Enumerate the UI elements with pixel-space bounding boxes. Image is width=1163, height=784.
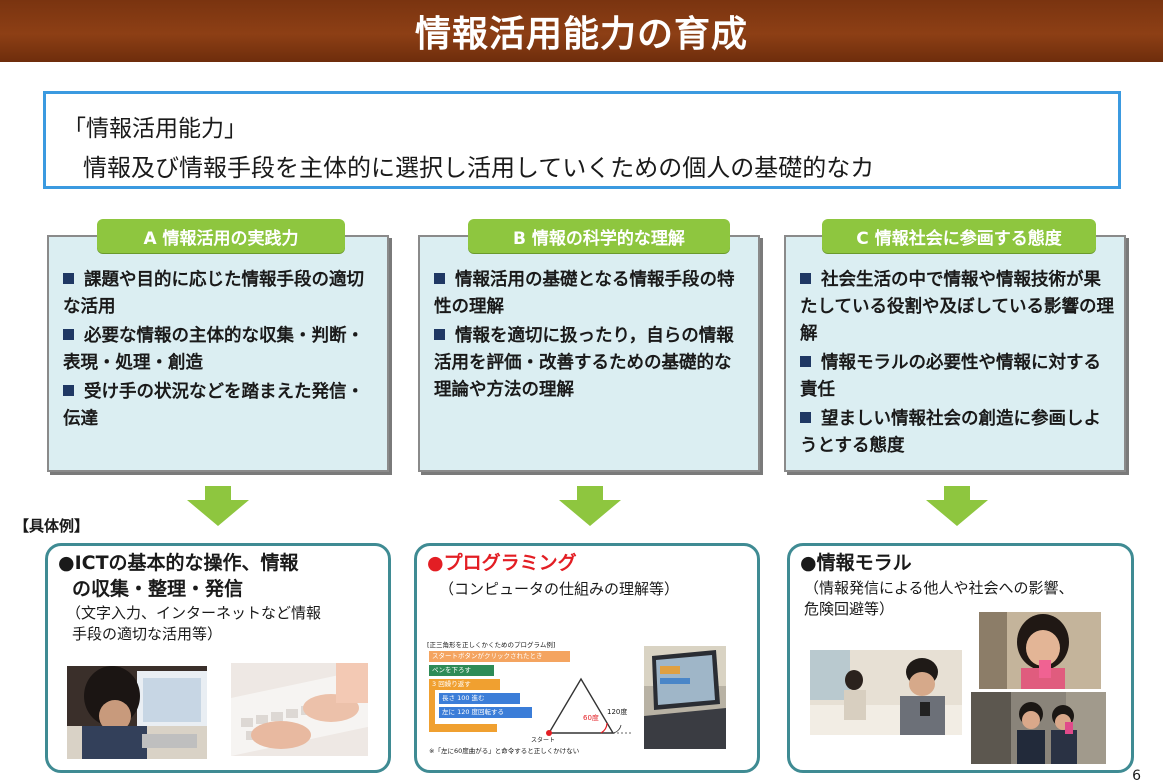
title-banner: 情報活用能力の育成 bbox=[0, 0, 1163, 62]
laptop-photo bbox=[644, 646, 726, 749]
start-label: スタート bbox=[531, 737, 556, 744]
column-a-header: A 情報活用の実践力 bbox=[97, 219, 345, 253]
students-phone-photo bbox=[810, 650, 962, 735]
angle-inner-label: 60度 bbox=[583, 714, 599, 722]
code-block-turn: 左に 120 度回転する bbox=[439, 707, 532, 718]
column-c-item: 社会生活の中で情報や情報技術が果たしている役割や及ぼしている影響の理解 bbox=[800, 270, 1114, 344]
square-bullet-icon bbox=[434, 273, 445, 284]
column-b-panel: 情報活用の基礎となる情報手段の特性の理解 情報を適切に扱ったり，自らの情報活用を… bbox=[418, 235, 760, 472]
page-title: 情報活用能力の育成 bbox=[414, 14, 748, 55]
column-a-item: 必要な情報の主体的な収集・判断・表現・処理・創造 bbox=[63, 326, 364, 373]
column-a-item: 課題や目的に応じた情報手段の適切な活用 bbox=[63, 270, 364, 317]
definition-heading: 「情報活用能力」 bbox=[63, 116, 247, 142]
column-c-header: C 情報社会に参画する態度 bbox=[822, 219, 1096, 253]
code-block-start: スタートボタンがクリックされたとき bbox=[429, 651, 570, 662]
student-computer-photo bbox=[67, 666, 207, 759]
page-number: 6 bbox=[1132, 768, 1141, 784]
program-note: ※「左に60度曲がる」と命令すると正しくかけない bbox=[429, 747, 580, 755]
column-c-item: 望ましい情報社会の創造に参画しようとする態度 bbox=[800, 409, 1101, 456]
square-bullet-icon bbox=[63, 273, 74, 284]
program-example-caption: [正三角形を正しくかくためのプログラム例] bbox=[427, 641, 556, 649]
students-outdoors-photo bbox=[971, 692, 1106, 764]
column-b-item: 情報を適切に扱ったり，自らの情報活用を評価・改善するための基礎的な理論や方法の理… bbox=[434, 326, 734, 400]
square-bullet-icon bbox=[800, 412, 811, 423]
column-b-header: B 情報の科学的な理解 bbox=[468, 219, 730, 253]
example-a-box: ●ICTの基本的な操作、情報 の収集・整理・発信 （文字入力、インターネットなど… bbox=[45, 543, 391, 773]
definition-body: 情報及び情報手段を主体的に選択し活用していくための個人の基礎的なカ bbox=[83, 154, 875, 182]
square-bullet-icon bbox=[63, 385, 74, 396]
column-c-item: 情報モラルの必要性や情報に対する責任 bbox=[800, 353, 1101, 400]
example-b-title: ●プログラミング bbox=[427, 552, 577, 574]
example-a-subtitle: （文字入力、インターネットなど情報 手段の適切な活用等） bbox=[66, 604, 322, 643]
column-a-panel: 課題や目的に応じた情報手段の適切な活用 必要な情報の主体的な収集・判断・表現・処… bbox=[47, 235, 389, 472]
column-c-panel: 社会生活の中で情報や情報技術が果たしている役割や及ぼしている影響の理解 情報モラ… bbox=[784, 235, 1126, 472]
girl-phone-photo bbox=[979, 612, 1101, 689]
code-block-repeat-end bbox=[429, 724, 497, 732]
example-c-title: ●情報モラル bbox=[800, 552, 912, 574]
code-block-pen-down: ペンを下ろす bbox=[429, 665, 494, 676]
definition-box: 「情報活用能力」 情報及び情報手段を主体的に選択し活用していくための個人の基礎的… bbox=[43, 91, 1121, 189]
examples-label: 【具体例】 bbox=[14, 517, 90, 535]
code-block-move: 長さ 100 進む bbox=[439, 693, 520, 704]
angle-outer-label: 120度 bbox=[607, 708, 628, 716]
example-c-subtitle: （情報発信による他人や社会への影響、 危険回避等） bbox=[804, 579, 1074, 618]
keyboard-typing-photo bbox=[231, 663, 368, 756]
square-bullet-icon bbox=[63, 329, 74, 340]
example-b-box: ●プログラミング （コンピュータの仕組みの理解等） [正三角形を正しくかくための… bbox=[414, 543, 760, 773]
example-b-subtitle: （コンピュータの仕組みの理解等） bbox=[439, 580, 680, 598]
triangle-diagram bbox=[546, 677, 631, 736]
square-bullet-icon bbox=[800, 273, 811, 284]
down-arrow-icon bbox=[187, 486, 249, 526]
down-arrow-icon bbox=[559, 486, 621, 526]
down-arrow-icon bbox=[926, 486, 988, 526]
code-block-repeat: 3 回繰り返す bbox=[429, 679, 500, 690]
code-block-repeat-bar bbox=[429, 690, 435, 732]
example-a-title: ●ICTの基本的な操作、情報 の収集・整理・発信 bbox=[58, 552, 299, 600]
example-c-box: ●情報モラル （情報発信による他人や社会への影響、 危険回避等） bbox=[787, 543, 1134, 773]
column-b-item: 情報活用の基礎となる情報手段の特性の理解 bbox=[434, 270, 735, 317]
program-example-diagram: [正三角形を正しくかくためのプログラム例] スタートボタンがクリックされたとき … bbox=[427, 639, 637, 757]
square-bullet-icon bbox=[800, 356, 811, 367]
column-a-item: 受け手の状況などを踏まえた発信・伝達 bbox=[63, 382, 364, 429]
square-bullet-icon bbox=[434, 329, 445, 340]
